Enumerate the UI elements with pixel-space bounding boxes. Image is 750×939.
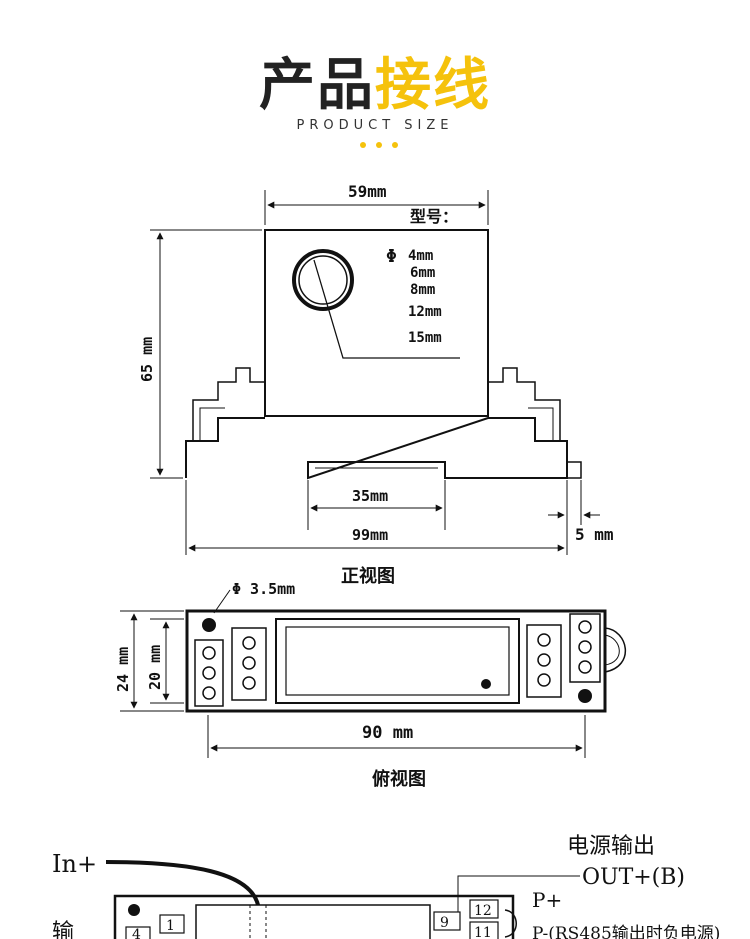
title-part-yellow: 接线: [375, 53, 491, 118]
size-6mm: 6mm: [410, 265, 435, 281]
dot-icon: [376, 142, 382, 148]
input-label: 输: [52, 920, 74, 939]
dimension-drawing: 59mm 型号： Φ 4mm 6mm 8mm 12mm 15mm 65 mm 3…: [52, 182, 720, 939]
top-height-inner-label: 20 mm: [146, 645, 164, 690]
hole-diameter-label: Φ 3.5mm: [232, 580, 295, 598]
terminal-9: 9: [440, 915, 449, 931]
base-width-label: 99mm: [352, 526, 388, 544]
front-view-caption: 正视图: [341, 565, 395, 587]
header: 产品接线 PRODUCT SIZE: [0, 0, 750, 160]
p-minus-label: P-(RS485输出时负电源): [532, 924, 720, 939]
out-plus-label: OUT+(B): [582, 865, 685, 890]
title-part-dark: 产品: [259, 53, 375, 118]
terminal-11: 11: [474, 925, 492, 939]
terminal-12: 12: [474, 903, 492, 919]
decorative-dots: [360, 140, 400, 150]
power-output-label: 电源输出: [567, 834, 655, 859]
terminal-1: 1: [166, 918, 175, 934]
rail-width-label: 35mm: [352, 487, 388, 505]
top-view: [120, 589, 626, 758]
p-plus-label: P+: [532, 888, 562, 912]
page-subtitle: PRODUCT SIZE: [296, 118, 454, 133]
top-view-caption: 俯视图: [372, 768, 426, 790]
input-plus-label: In+: [52, 850, 97, 878]
top-height-outer-label: 24 mm: [114, 647, 132, 692]
front-height-label: 65 mm: [138, 337, 156, 382]
terminal-4: 4: [132, 927, 141, 939]
dot-icon: [360, 142, 366, 148]
top-length-label: 90 mm: [362, 723, 413, 743]
size-8mm: 8mm: [410, 282, 435, 298]
size-15mm: 15mm: [408, 330, 442, 346]
dot-icon: [392, 142, 398, 148]
size-4mm: 4mm: [408, 248, 433, 264]
front-width-label: 59mm: [348, 182, 387, 201]
model-label: 型号：: [410, 207, 458, 226]
side-offset-label: 5 mm: [575, 525, 614, 544]
page-title: 产品接线: [0, 40, 750, 121]
size-12mm: 12mm: [408, 304, 442, 320]
phi-symbol: Φ: [386, 246, 397, 267]
wiring-diagram: [105, 860, 580, 939]
front-view: [150, 190, 600, 555]
